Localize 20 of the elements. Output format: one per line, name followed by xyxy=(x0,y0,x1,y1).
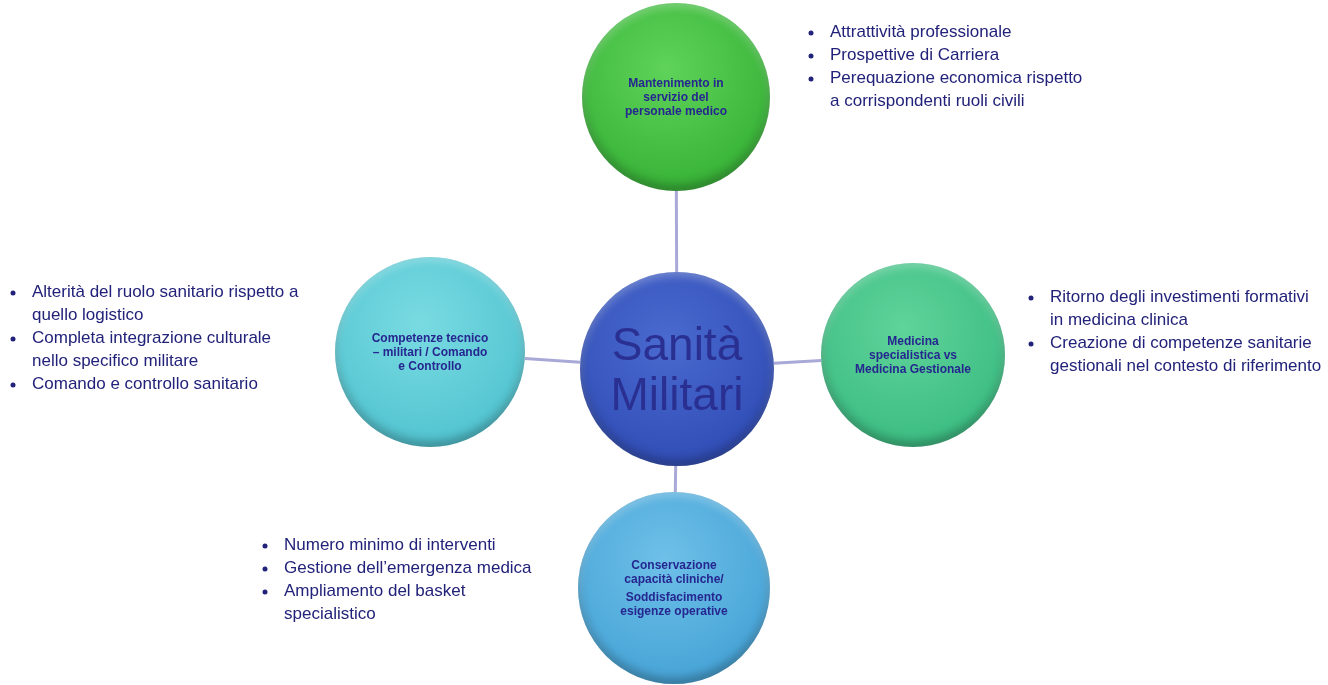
bullet-text: Completa integrazione culturale nello specifico militare xyxy=(32,327,273,372)
node-label: Mantenimento in servizio del personale medico xyxy=(623,76,728,118)
bullet-text: Alterità del ruolo sanitario rispetto a quello logistico xyxy=(32,281,300,326)
node-label: Competenze tecnico – militari / Comando e Controllo xyxy=(371,331,489,373)
node-label: Soddisfacimento esigenze operative xyxy=(619,590,729,618)
bullet-text: Attrattività professionale xyxy=(830,21,1012,43)
bullet-text: Comando e controllo sanitario xyxy=(32,373,258,395)
bullet-text: Prospettive di Carriera xyxy=(830,44,1000,66)
bullet-text: Perequazione economica rispetto a corrispondenti ruoli civili xyxy=(830,67,1084,112)
connector-line xyxy=(674,191,679,272)
connector-line xyxy=(524,357,581,364)
connector-line xyxy=(773,358,822,365)
node-label: Conservazione capacità cliniche/ xyxy=(623,558,725,586)
bullet-text: Ampliamento del basket specialistico xyxy=(284,580,467,625)
bullet-text: Ritorno degli investimenti formativi in medicina clinica xyxy=(1050,286,1310,331)
connector-line xyxy=(673,465,678,493)
node-label: Medicina specialistica vs Medicina Gestionale xyxy=(854,334,972,376)
bullet-text: Gestione dell’emergenza medica xyxy=(284,557,532,579)
bullet-text: Creazione di competenze sanitarie gestionali nel contesto di riferimento xyxy=(1050,332,1323,377)
bullet-text: Numero minimo di interventi xyxy=(284,534,496,556)
